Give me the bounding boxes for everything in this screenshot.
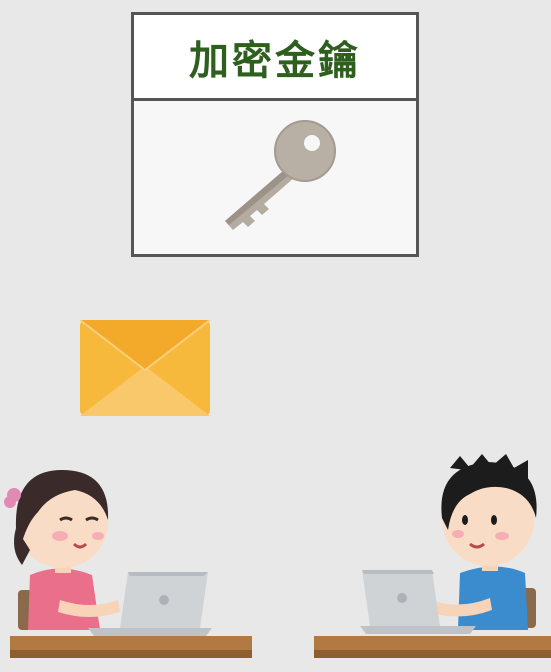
envelope-icon: [80, 320, 210, 416]
key-card-title: 加密金鑰: [189, 37, 361, 84]
key-icon: [225, 119, 336, 230]
girl-with-laptop: [4, 470, 252, 658]
key-card-header: 加密金鑰: [134, 15, 416, 101]
key-card-body: [134, 101, 416, 254]
boy-with-laptop: [314, 454, 551, 658]
encryption-key-card: 加密金鑰: [131, 12, 419, 257]
